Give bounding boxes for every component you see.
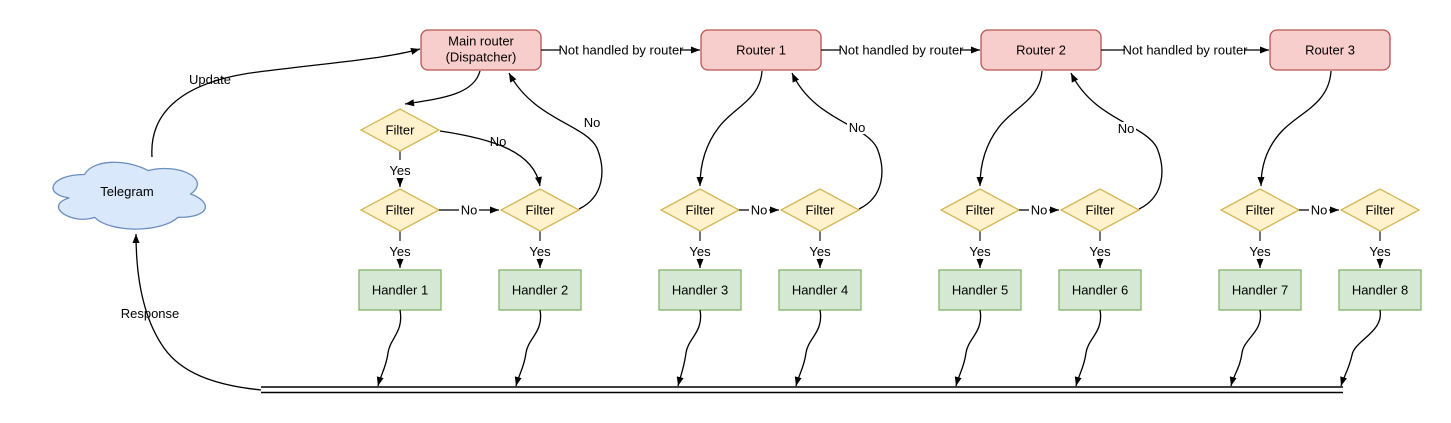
label-background	[582, 116, 602, 129]
label-background	[1309, 203, 1329, 217]
response-edge	[132, 233, 262, 391]
filter-label: Filter	[526, 203, 556, 218]
router-1-label: Router 1	[736, 43, 786, 58]
yes-label: Yes	[1369, 244, 1391, 259]
no-label: No	[1118, 121, 1135, 136]
update-label: Update	[189, 72, 231, 87]
filter-label: Filter	[1366, 203, 1396, 218]
yes-label: Yes	[389, 244, 411, 259]
handler-4-node	[778, 269, 862, 311]
router-down-edge	[1257, 70, 1332, 187]
handler-to-bus-edge	[1229, 309, 1262, 387]
yes-label: Yes	[529, 244, 551, 259]
no-label: No	[490, 134, 507, 149]
dispatcher-label: Main router	[448, 34, 514, 49]
handler-to-bus-edge	[1074, 309, 1102, 387]
router-3-node	[1269, 29, 1391, 71]
label-background	[561, 43, 681, 58]
label-background	[1029, 203, 1049, 217]
not-handled-label: Not handled by router	[838, 43, 964, 58]
label-background	[459, 203, 479, 217]
label-background	[847, 121, 867, 134]
handler-3-label: Handler 3	[672, 283, 728, 298]
telegram: Telegram	[52, 161, 206, 230]
filter-node	[1059, 188, 1141, 232]
yes-label: Yes	[1249, 244, 1271, 259]
filter-pair-no-edges: No No No No	[439, 203, 1339, 218]
dispatcher-down-edge	[404, 70, 481, 107]
router-3-label: Router 3	[1305, 43, 1355, 58]
routers-row: Main router (Dispatcher) Router 1 Router…	[420, 29, 1391, 71]
handler-to-bus-edge	[376, 309, 402, 387]
no-label: No	[1031, 203, 1048, 218]
no-return-edge	[791, 72, 883, 210]
label-background	[749, 203, 769, 217]
handler-8-node	[1338, 269, 1422, 311]
no-label: No	[584, 115, 601, 130]
handler-to-bus-edge	[1340, 309, 1381, 387]
filter-label: Filter	[1246, 203, 1276, 218]
handler-to-bus-edges	[376, 309, 1381, 387]
handler-6-label: Handler 6	[1072, 283, 1128, 298]
handler-8-label: Handler 8	[1352, 283, 1408, 298]
response-bus	[261, 386, 1343, 394]
update-edge	[151, 48, 421, 158]
handler-3-node	[658, 269, 742, 311]
response-label: Response	[121, 306, 180, 321]
filter-node	[1339, 188, 1421, 232]
label-background	[1125, 43, 1245, 58]
no-label: No	[849, 120, 866, 135]
no-return-edge	[1070, 72, 1163, 210]
yes-label: Yes	[389, 163, 411, 178]
not-handled-edges: Not handled by router Not handled by rou…	[541, 43, 1269, 58]
handler-to-bus-edge	[794, 309, 822, 387]
no-return-edge	[508, 72, 603, 210]
no-label: No	[751, 203, 768, 218]
handler-5-node	[938, 269, 1022, 311]
telegram-cloud	[52, 161, 206, 230]
label-background	[841, 43, 961, 58]
filter-label: Filter	[806, 203, 836, 218]
filter-node	[779, 188, 861, 232]
filters-row: Filter Filter Filter Filter Filter Filte…	[359, 188, 1421, 232]
filter-no-edge	[439, 130, 542, 187]
handler-4-label: Handler 4	[792, 283, 848, 298]
filter-node	[499, 188, 581, 232]
handler-to-bus-edge	[954, 309, 982, 387]
no-label: No	[461, 203, 478, 218]
label-background	[1116, 122, 1136, 135]
filter-label: Filter	[1086, 203, 1116, 218]
router-down-edge	[696, 70, 763, 187]
filter-label: Filter	[686, 203, 716, 218]
telegram-label: Telegram	[100, 184, 153, 199]
no-label: No	[1311, 203, 1328, 218]
handler-6-node	[1058, 269, 1142, 311]
filter-label: Filter	[386, 123, 416, 138]
handler-to-bus-edge	[676, 309, 702, 387]
handlers-row: Handler 1 Handler 2 Handler 3 Handler 4 …	[358, 269, 1422, 311]
router-2-label: Router 2	[1016, 43, 1066, 58]
handler-7-node	[1218, 269, 1302, 311]
filter-label: Filter	[966, 203, 996, 218]
yes-connectors: Yes Yes Yes Yes Yes Yes Yes Yes	[389, 231, 1391, 268]
yes-label: Yes	[809, 244, 831, 259]
handler-5-label: Handler 5	[952, 283, 1008, 298]
filter-label: Filter	[386, 203, 416, 218]
yes-label: Yes	[1089, 244, 1111, 259]
filter-node	[359, 108, 441, 152]
yes-label: Yes	[969, 244, 991, 259]
handler-to-bus-edge	[514, 309, 542, 387]
dispatcher-sublabel: (Dispatcher)	[446, 50, 517, 65]
router-down-edge	[976, 70, 1043, 187]
yes-label: Yes	[689, 244, 711, 259]
handler-1-label: Handler 1	[372, 283, 428, 298]
not-handled-label: Not handled by router	[558, 43, 684, 58]
not-handled-label: Not handled by router	[1122, 43, 1248, 58]
handler-7-label: Handler 7	[1232, 283, 1288, 298]
handler-2-label: Handler 2	[512, 283, 568, 298]
